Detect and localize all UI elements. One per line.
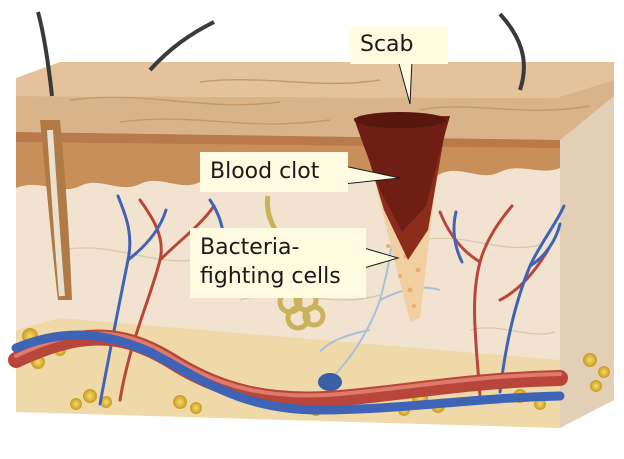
scab-label: Scab — [360, 31, 414, 58]
bacteria-fighting-cells-label-line2: fighting cells — [200, 263, 341, 290]
scab-top — [354, 112, 446, 128]
bacteria-fighting-cells-label-line1: Bacteria- — [200, 234, 299, 261]
nerve-ending — [318, 373, 342, 391]
blood-clot-label: Blood clot — [210, 158, 319, 185]
